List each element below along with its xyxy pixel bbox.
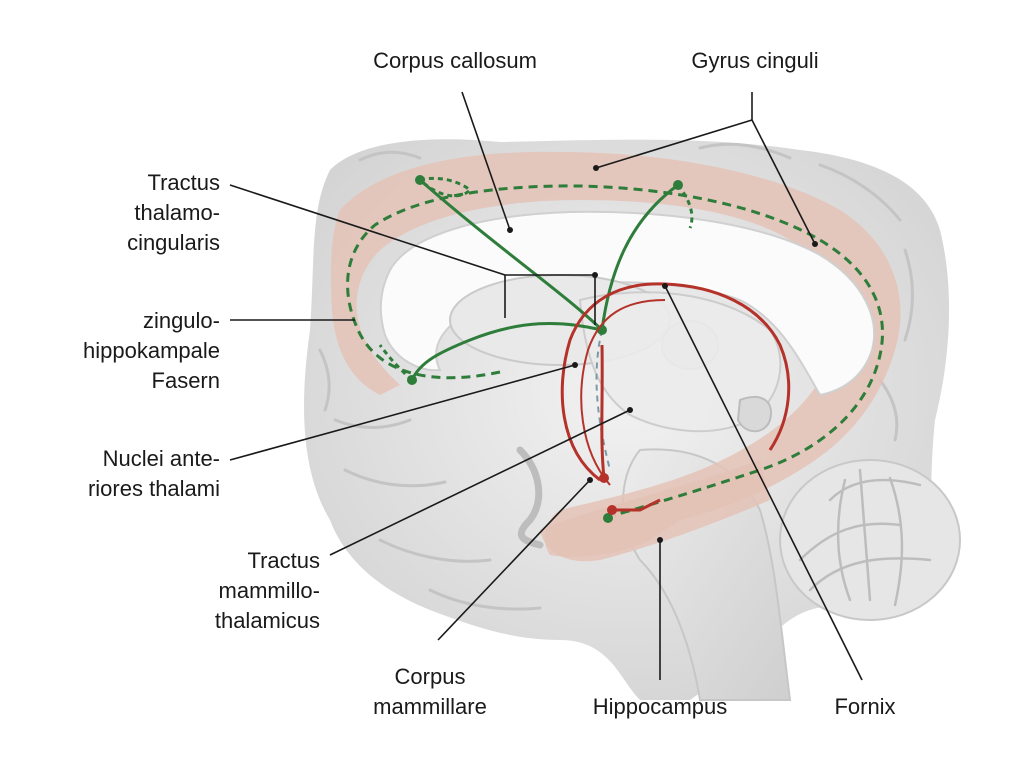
leader-thalamo-cingularis <box>229 184 506 276</box>
leader-tractus-mammillo <box>329 409 631 556</box>
fornix-inner <box>580 299 666 486</box>
label-zingulo-hippokampale-fasern: zingulo- hippokampale Fasern <box>83 308 220 393</box>
leader-nuclei-anteriores <box>229 364 576 461</box>
label-tractus-thalamo-cingularis: Tractus thalamo- cingularis <box>127 170 220 255</box>
label-gyrus-cinguli: Gyrus cinguli <box>691 48 819 73</box>
cingulate-gyrus-band <box>330 151 901 557</box>
leader-gyrus-cinguli-c <box>751 119 816 245</box>
label-fornix: Fornix <box>834 694 896 719</box>
fornix-to-hippocampus <box>610 498 661 512</box>
leader-corpus-callosum <box>461 91 511 231</box>
label-nuclei-anteriores-thalami: Nuclei ante- riores thalami <box>87 446 220 501</box>
thalamo-cingular-fiber-2 <box>600 183 679 331</box>
leader-lines <box>229 91 863 681</box>
cingulo-hippocampal-fibers <box>378 344 413 382</box>
label-corpus-callosum: Corpus callosum <box>373 48 537 73</box>
hypothalamus-shape <box>516 446 544 549</box>
retro-thalamic-path <box>595 329 611 471</box>
leader-gyrus-cinguli-b <box>595 119 753 169</box>
green-pathways <box>346 175 884 523</box>
pineal-gland <box>736 395 772 433</box>
label-hippocampus: Hippocampus <box>592 694 728 719</box>
leader-endpoints <box>507 165 818 543</box>
cerebellum <box>779 459 961 621</box>
leader-corpus-mammillare <box>437 479 591 641</box>
leader-fornix <box>664 285 863 681</box>
mammillothalamic-tract <box>600 344 606 479</box>
thalamo-cingular-fiber-3 <box>410 321 603 381</box>
label-tractus-mammillo-thalamicus: Tractus mammillo- thalamicus <box>214 548 320 633</box>
label-corpus-mammillare: Corpus mammillare <box>373 664 487 719</box>
